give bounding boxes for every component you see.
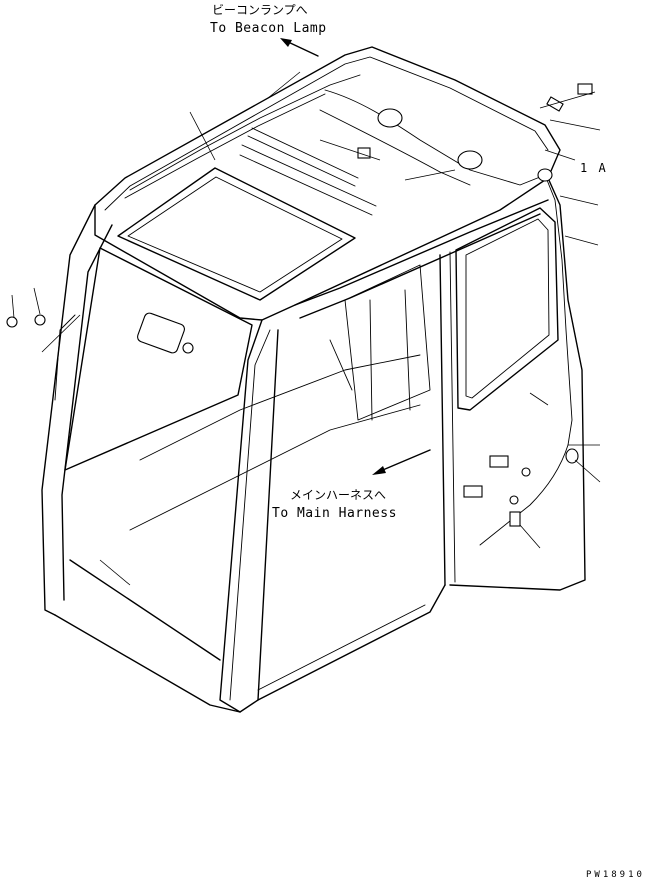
- reference-1a-label: 1 A: [580, 161, 608, 175]
- beacon-lamp-label-jp: ビーコンランプへ: [212, 3, 308, 17]
- work-lamp-icon: [136, 312, 194, 354]
- bolt-icon: [6, 83, 593, 498]
- beacon-arrow-icon: [280, 38, 319, 57]
- cab-frame: [41, 46, 586, 713]
- drawing-code-label: PW18910: [586, 870, 645, 878]
- leader-lines: [11, 71, 601, 586]
- beacon-lamp-label-en: To Beacon Lamp: [210, 21, 327, 36]
- grommet-icon: [377, 108, 579, 505]
- harness-arrow-icon: [372, 449, 431, 475]
- wire-harness: [54, 74, 573, 546]
- main-harness-label-en: To Main Harness: [272, 506, 397, 521]
- main-harness-label-jp: メインハーネスへ: [290, 488, 386, 502]
